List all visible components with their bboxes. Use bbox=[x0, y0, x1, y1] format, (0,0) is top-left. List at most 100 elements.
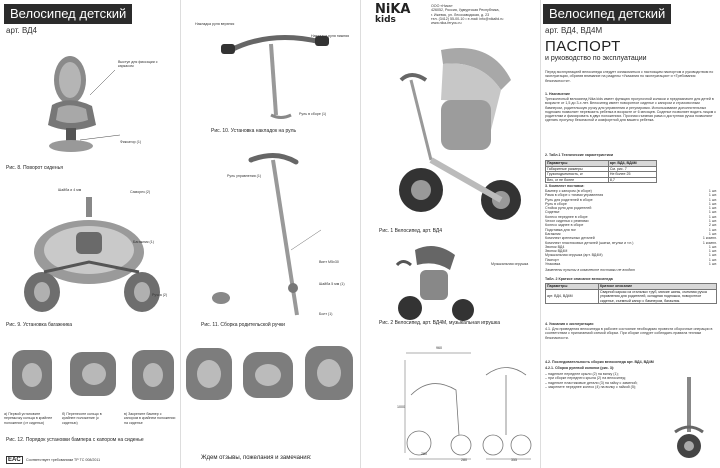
kit-item-name: Багажник bbox=[545, 231, 561, 236]
page-4-header-sub: арт. ВД4, ВД4М bbox=[545, 26, 603, 35]
passport-subtitle: и руководство по эксплуатации bbox=[545, 55, 647, 62]
kit-item-qty: 1 шт. bbox=[708, 193, 717, 198]
page-2: Накладка руля верхняя Накладка руля нижн… bbox=[180, 0, 361, 468]
list-item: Музыкальная игрушка (арт. ВД4М) 1 шт. bbox=[545, 253, 717, 257]
bumper-install-illustration bbox=[12, 350, 174, 400]
section-6-sub: 4.2.1. Сборка рулевой колонки (рис. 3): bbox=[545, 366, 615, 370]
fig1-caption: Рис. 1 Велосипед, арт. ВД4 bbox=[379, 228, 443, 234]
bumper-steps-illustration bbox=[186, 346, 353, 400]
section-5-title: 4. Указания к эксплуатации bbox=[545, 322, 594, 326]
fig9-label-washer: Шайба и 4 мм bbox=[58, 188, 82, 192]
list-item: Комплект крепежных деталей 1 компл. bbox=[545, 236, 717, 240]
kit-item-name: Руль для родителей в сборе bbox=[545, 197, 593, 202]
kit-item-qty: 1 шт. bbox=[708, 231, 717, 236]
dim-wheel-rear: 280 bbox=[461, 458, 467, 462]
fig9-label-basket: Багажник (1) bbox=[133, 240, 154, 244]
kit-list: Бампер с капором (в сборе) 1 шт. Рама в с… bbox=[545, 189, 717, 266]
kit-item-name: Рама в сборе с тягами управления bbox=[545, 193, 604, 198]
brand-logo-top: NiKA bbox=[375, 2, 411, 17]
dimension-drawings bbox=[404, 352, 532, 460]
list-item: Колесо заднее в сборе 2 шт. bbox=[545, 223, 717, 227]
list-item: Руль для родителей в сборе 1 шт. bbox=[545, 198, 717, 202]
fig12-caption: Рис. 12. Порядок установки бампера с кап… bbox=[6, 437, 144, 443]
section-3-title: 3. Комплект поставки: bbox=[545, 184, 585, 188]
kit-item-qty: 1 шт. bbox=[708, 206, 717, 211]
list-item: – наденьте переднее крыло (2) на вилку (… bbox=[545, 372, 619, 376]
fig10-label-lower: Накладка руля нижняя bbox=[311, 34, 350, 38]
fig8-label-lock: Фиксатор (1) bbox=[120, 140, 142, 144]
tricycle-vd4-illustration bbox=[399, 48, 521, 220]
kit-item-name: Паспорт bbox=[545, 257, 559, 262]
kit-item-qty: 2 шт. bbox=[708, 223, 717, 228]
kit-item-name: Комплект пластиковых деталей (шатки, вту… bbox=[545, 240, 634, 245]
company-info: ООО «Ника» 426052, Россия, Удмуртская Ре… bbox=[431, 4, 539, 25]
kit-item-qty: 1 шт. bbox=[708, 249, 717, 254]
section-6-title: 4.2. Последовательность сборки велосипед… bbox=[545, 360, 654, 364]
brand-logo: NiKA kids bbox=[375, 2, 411, 26]
kit-item-name: Колесо переднее в сборе bbox=[545, 214, 588, 219]
kit-item-qty: 1 шт. bbox=[708, 262, 717, 267]
page-2-footer: Ждем отзывы, пожелания и замечания: bbox=[201, 455, 312, 461]
dim-wheel-front: 260 bbox=[421, 452, 427, 456]
fig11-label-screw: Винт М5х30 bbox=[319, 260, 339, 264]
kit-item-qty: 1 шт. bbox=[708, 244, 717, 249]
page-4-header-title: Велосипед детский bbox=[543, 4, 672, 24]
kit-item-name: Музыкальная игрушка (арт. ВД4М) bbox=[545, 253, 603, 258]
kit-item-name: Подставка для ног bbox=[545, 227, 576, 232]
page-1-header-title: Велосипед детский bbox=[4, 4, 133, 24]
kit-item-qty: 1 шт. bbox=[708, 253, 717, 258]
kit-item-name: Комплект крепежных деталей bbox=[545, 236, 595, 241]
fig10-caption: Рис. 10. Установка накладок на руль bbox=[211, 128, 297, 134]
brand-logo-bottom: kids bbox=[375, 15, 396, 25]
kit-item-qty: 1 шт. bbox=[708, 227, 717, 232]
kit-item-qty: 1 шт. bbox=[708, 197, 717, 202]
section-2-title: 2. Табл.1 Технические характеристики bbox=[545, 153, 614, 157]
company-line: г. Ижевск, ул. Лесозаводская, д. 23 bbox=[431, 12, 490, 17]
parent-handle-illustration bbox=[212, 153, 322, 316]
fig11-caption: Рис. 11. Сборка родительской ручки bbox=[201, 322, 285, 328]
fig11-label-washer: Шайба 5 мм (1) bbox=[319, 282, 345, 286]
fig8-caption: Рис. 8. Поворот сиденья bbox=[6, 165, 63, 171]
kit-item-name: Бампер с капором (в сборе) bbox=[545, 189, 592, 193]
fig11-label-steer: Руль управления (1) bbox=[227, 174, 262, 178]
list-item: – закрепите переднее колесо (4) на вилку… bbox=[545, 384, 637, 389]
handlebar-grips-illustration bbox=[221, 35, 329, 119]
list-item: Комплект пластиковых деталей (шатки, вту… bbox=[545, 241, 717, 245]
toy-label: Музыкальная игрушка bbox=[491, 262, 529, 266]
page-4: Велосипед детский арт. ВД4, ВД4М ПАСПОРТ… bbox=[540, 0, 720, 468]
kit-item-name: Руль в сборе bbox=[545, 201, 567, 206]
kit-item-name: Звонок ВД4 bbox=[545, 244, 565, 249]
section-4-title: Табл. 2 Краткое описание велосипеда bbox=[545, 277, 613, 281]
section-6-list: – наденьте переднее крыло (2) на вилку (… bbox=[545, 372, 655, 389]
kit-item-qty: 1 шт. bbox=[708, 189, 717, 193]
page-1-footer: Соответствует требованиям ТР ТС 008/2011 bbox=[26, 458, 101, 462]
company-line: www.nika-feryou.ru bbox=[431, 21, 462, 26]
section-5-text: 4.1. Для приведения велосипеда в рабочее… bbox=[545, 327, 713, 340]
section-1-text: Трехколесный велосипед Nika kids имеет ф… bbox=[545, 97, 716, 123]
passport-title: ПАСПОРТ bbox=[545, 38, 621, 55]
list-item: – при сборке переднего крыла (2) на вело… bbox=[545, 376, 626, 381]
section-1-title: 1. Назначение bbox=[545, 92, 570, 96]
kit-note: Заменены пункты в комплекте поставки не … bbox=[545, 268, 635, 272]
list-item: Бампер с капором (в сборе) 1 шт. bbox=[545, 189, 717, 193]
kit-item-qty: 1 шт. bbox=[708, 219, 717, 224]
tricycle-vd4m-illustration bbox=[395, 246, 474, 321]
desc-cell: арт. ВД4, ВД4М bbox=[545, 288, 599, 304]
steering-assembly-illustration bbox=[674, 377, 704, 458]
kit-item-name: Сиденье bbox=[545, 210, 560, 215]
spec-cell: Вес, кг не более bbox=[545, 176, 609, 183]
company-line: тел. (3412) 55-00-10 • e-mail: info@nika… bbox=[431, 16, 504, 21]
kit-item-qty: 1 компл. bbox=[702, 236, 717, 241]
list-item: Звонок ВД4 1 шт. bbox=[545, 245, 717, 249]
fig12-step-b: б) Перенесите кольцо в крайнее положение… bbox=[62, 412, 102, 425]
kit-item-name: Колесо заднее в сборе bbox=[545, 223, 584, 228]
fig12-step-c: в) Закрепите бампер с капором в крайнем … bbox=[124, 412, 176, 425]
